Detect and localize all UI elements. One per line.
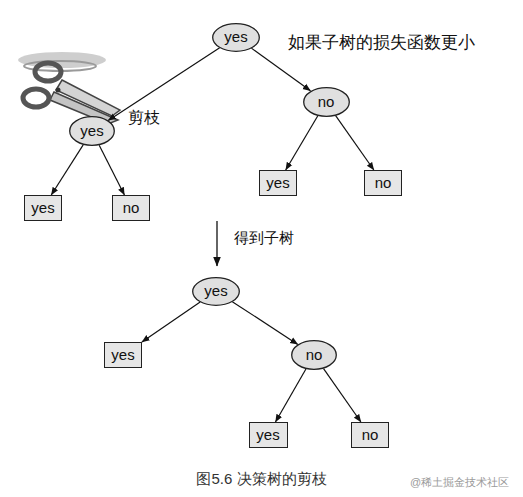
- tree-edge: [232, 302, 297, 345]
- node-text: yes: [266, 175, 289, 191]
- node-text: yes: [111, 347, 134, 363]
- motion-swirl: [18, 52, 106, 68]
- decision-ellipse: yes: [192, 277, 240, 306]
- node-text: no: [123, 200, 140, 216]
- leaf-box: yes: [259, 170, 297, 196]
- node-text: no: [306, 347, 323, 363]
- tree-edge: [275, 369, 305, 422]
- tree-edge: [51, 145, 83, 195]
- tree-edge: [99, 145, 124, 195]
- leaf-box: yes: [104, 342, 142, 368]
- ellipse-outline: [303, 88, 349, 117]
- leaf-box: no: [364, 170, 402, 196]
- figure-caption: 图5.6 决策树的剪枝: [0, 470, 523, 489]
- decision-ellipse: no: [303, 87, 350, 117]
- leaf-box: yes: [24, 195, 62, 221]
- transition-arrow: [216, 221, 217, 266]
- tree-edge: [142, 302, 200, 342]
- node-text: yes: [224, 29, 247, 45]
- tree-edge: [108, 48, 219, 121]
- tree-edge: [336, 116, 374, 170]
- node-text: yes: [204, 283, 227, 299]
- scissor-handle: [23, 89, 49, 107]
- node-text: yes: [256, 427, 279, 443]
- ellipse-outline: [292, 341, 337, 370]
- decision-ellipse: yes: [212, 23, 260, 52]
- ellipse-outline: [70, 117, 115, 146]
- node-text: no: [318, 94, 335, 110]
- scissor-handle: [35, 63, 61, 81]
- leaf-box: yes: [249, 422, 288, 448]
- node-text: yes: [80, 123, 103, 139]
- decision-ellipse: yes: [69, 116, 115, 146]
- tree-edge: [286, 116, 318, 170]
- leaf-box: no: [112, 195, 150, 221]
- result-label: 得到子树: [234, 229, 294, 248]
- watermark: @稀土掘金技术社区: [410, 475, 509, 490]
- leaf-box: no: [351, 422, 389, 448]
- condition-note: 如果子树的损失函数更小: [288, 31, 475, 54]
- prune-label: 剪枝: [128, 108, 160, 129]
- decision-ellipse: no: [291, 340, 337, 370]
- node-text: no: [375, 175, 392, 191]
- ellipse-outline: [213, 23, 260, 51]
- scissor-pivot: [56, 88, 61, 93]
- tree-edge: [251, 48, 310, 91]
- scissors-illustration: [18, 52, 120, 124]
- ellipse-outline: [193, 277, 240, 305]
- node-text: no: [362, 427, 379, 443]
- tree-edge: [324, 369, 361, 422]
- node-text: yes: [31, 200, 54, 216]
